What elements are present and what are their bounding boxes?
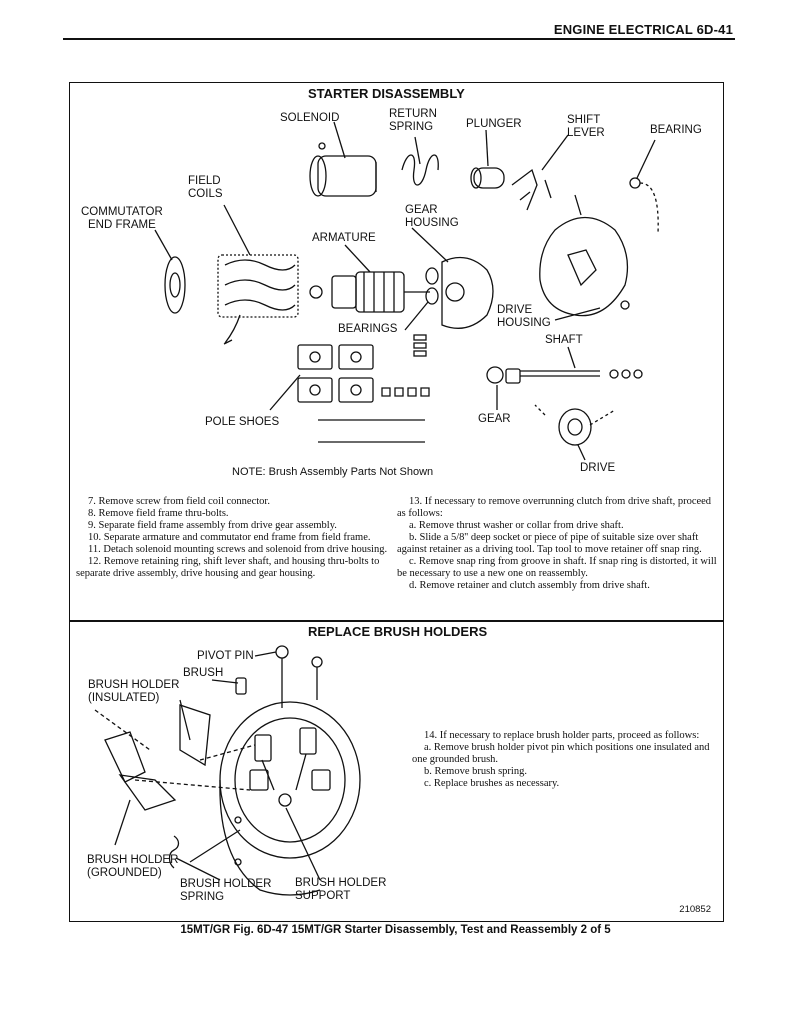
brush-title: REPLACE BRUSH HOLDERS [308, 624, 488, 639]
label-drive-housing: DRIVE HOUSING [497, 304, 551, 329]
page-header-title: ENGINE ELECTRICAL 6D-41 [553, 22, 733, 37]
label-gear-housing: GEAR HOUSING [405, 204, 459, 229]
disassembly-note: NOTE: Brush Assembly Parts Not Shown [232, 466, 434, 478]
figure-caption: 15MT/GR Fig. 6D-47 15MT/GR Starter Disas… [180, 924, 611, 936]
step-14c: c. Replace brushes as necessary. [424, 778, 560, 789]
label-brush-holder-grounded: BRUSH HOLDER (GROUNDED) [87, 854, 179, 879]
label-solenoid: SOLENOID [280, 112, 340, 124]
label-brush: BRUSH [183, 667, 224, 679]
label-pole-shoes: POLE SHOES [205, 416, 280, 428]
label-return-spring: RETURN SPRING [389, 108, 437, 133]
step-13a: a. Remove thrust washer or collar from d… [409, 520, 624, 531]
label-pivot-pin: PIVOT PIN [197, 650, 254, 662]
step-7: 7. Remove screw from field coil connecto… [88, 496, 270, 507]
figure-number: 210852 [679, 904, 711, 915]
disassembly-title: STARTER DISASSEMBLY [308, 86, 465, 101]
step-13b: b. Slide a 5/8'' deep socket or piece of… [397, 532, 702, 555]
step-12: 12. Remove retaining ring, shift lever s… [76, 556, 380, 579]
header-rule [63, 38, 735, 40]
label-drive: DRIVE [580, 462, 616, 474]
step-10: 10. Separate armature and commutator end… [88, 532, 371, 543]
label-shaft: SHAFT [545, 334, 583, 346]
label-bearings: BEARINGS [338, 323, 398, 335]
label-bearing-top: BEARING [650, 124, 702, 136]
figure-frame [69, 82, 724, 922]
step-13c: c. Remove snap ring from groove in shaft… [397, 556, 717, 579]
section-divider [69, 620, 724, 622]
label-field-coils: FIELD COILS [188, 175, 223, 200]
step-9: 9. Separate field frame assembly from dr… [88, 520, 337, 531]
step-8: 8. Remove field frame thru-bolts. [88, 508, 229, 519]
label-brush-holder-insulated: BRUSH HOLDER (INSULATED) [88, 679, 180, 704]
step-14a: a. Remove brush holder pivot pin which p… [412, 742, 710, 765]
brush-steps: 14. If necessary to replace brush holder… [412, 730, 720, 790]
label-brush-holder-support: BRUSH HOLDER SUPPORT [295, 877, 387, 902]
label-brush-holder-spring: BRUSH HOLDER SPRING [180, 878, 272, 903]
step-14: 14. If necessary to replace brush holder… [424, 730, 700, 741]
step-13: 13. If necessary to remove overrunning c… [397, 496, 712, 519]
label-shift-lever: SHIFT LEVER [567, 114, 605, 139]
label-gear: GEAR [478, 413, 511, 425]
steps-right-column: 13. If necessary to remove overrunning c… [397, 496, 718, 592]
step-11: 11. Detach solenoid mounting screws and … [88, 544, 388, 555]
step-14b: b. Remove brush spring. [424, 766, 527, 777]
step-13d: d. Remove retainer and clutch assembly f… [409, 580, 650, 591]
label-commutator-end-frame: COMMUTATOR END FRAME [81, 206, 163, 231]
steps-left-column: 7. Remove screw from field coil connecto… [76, 496, 389, 580]
label-armature: ARMATURE [312, 232, 376, 244]
label-plunger: PLUNGER [466, 118, 522, 130]
